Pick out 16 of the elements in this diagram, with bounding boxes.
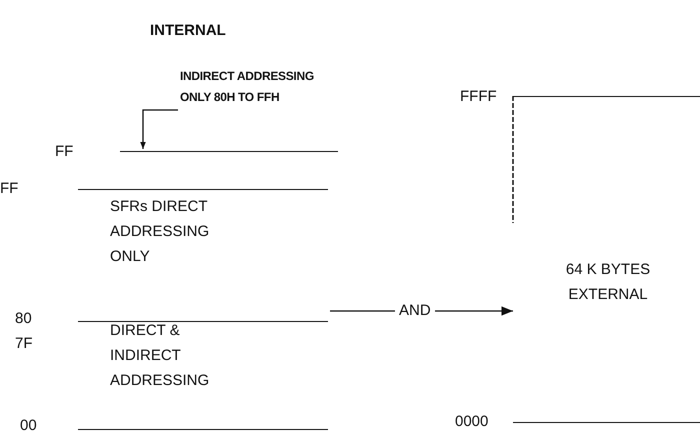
address-label: FF — [0, 180, 18, 198]
external-memory-box — [513, 96, 700, 423]
memory-region-box — [78, 189, 328, 322]
arrow — [140, 109, 178, 149]
address-label: FF — [55, 143, 74, 161]
address-label: 7F — [15, 335, 33, 353]
memory-label: SFRs DIRECT ADDRESSING ONLY — [110, 197, 210, 267]
memory-label: DIRECT & INDIRECT ADDRESSING — [110, 321, 210, 391]
memory-region-box — [78, 322, 328, 430]
callout-text: INDIRECT ADDRESSING ONLY 80H TO FFH — [180, 68, 315, 106]
address-label: 80 — [15, 310, 32, 328]
address-label: 0000 — [455, 413, 488, 431]
heading: INTERNAL — [150, 22, 226, 40]
address-label: FFFF — [460, 88, 497, 106]
memory-label: 64 K BYTES EXTERNAL — [564, 260, 652, 305]
address-label: 00 — [20, 417, 37, 435]
